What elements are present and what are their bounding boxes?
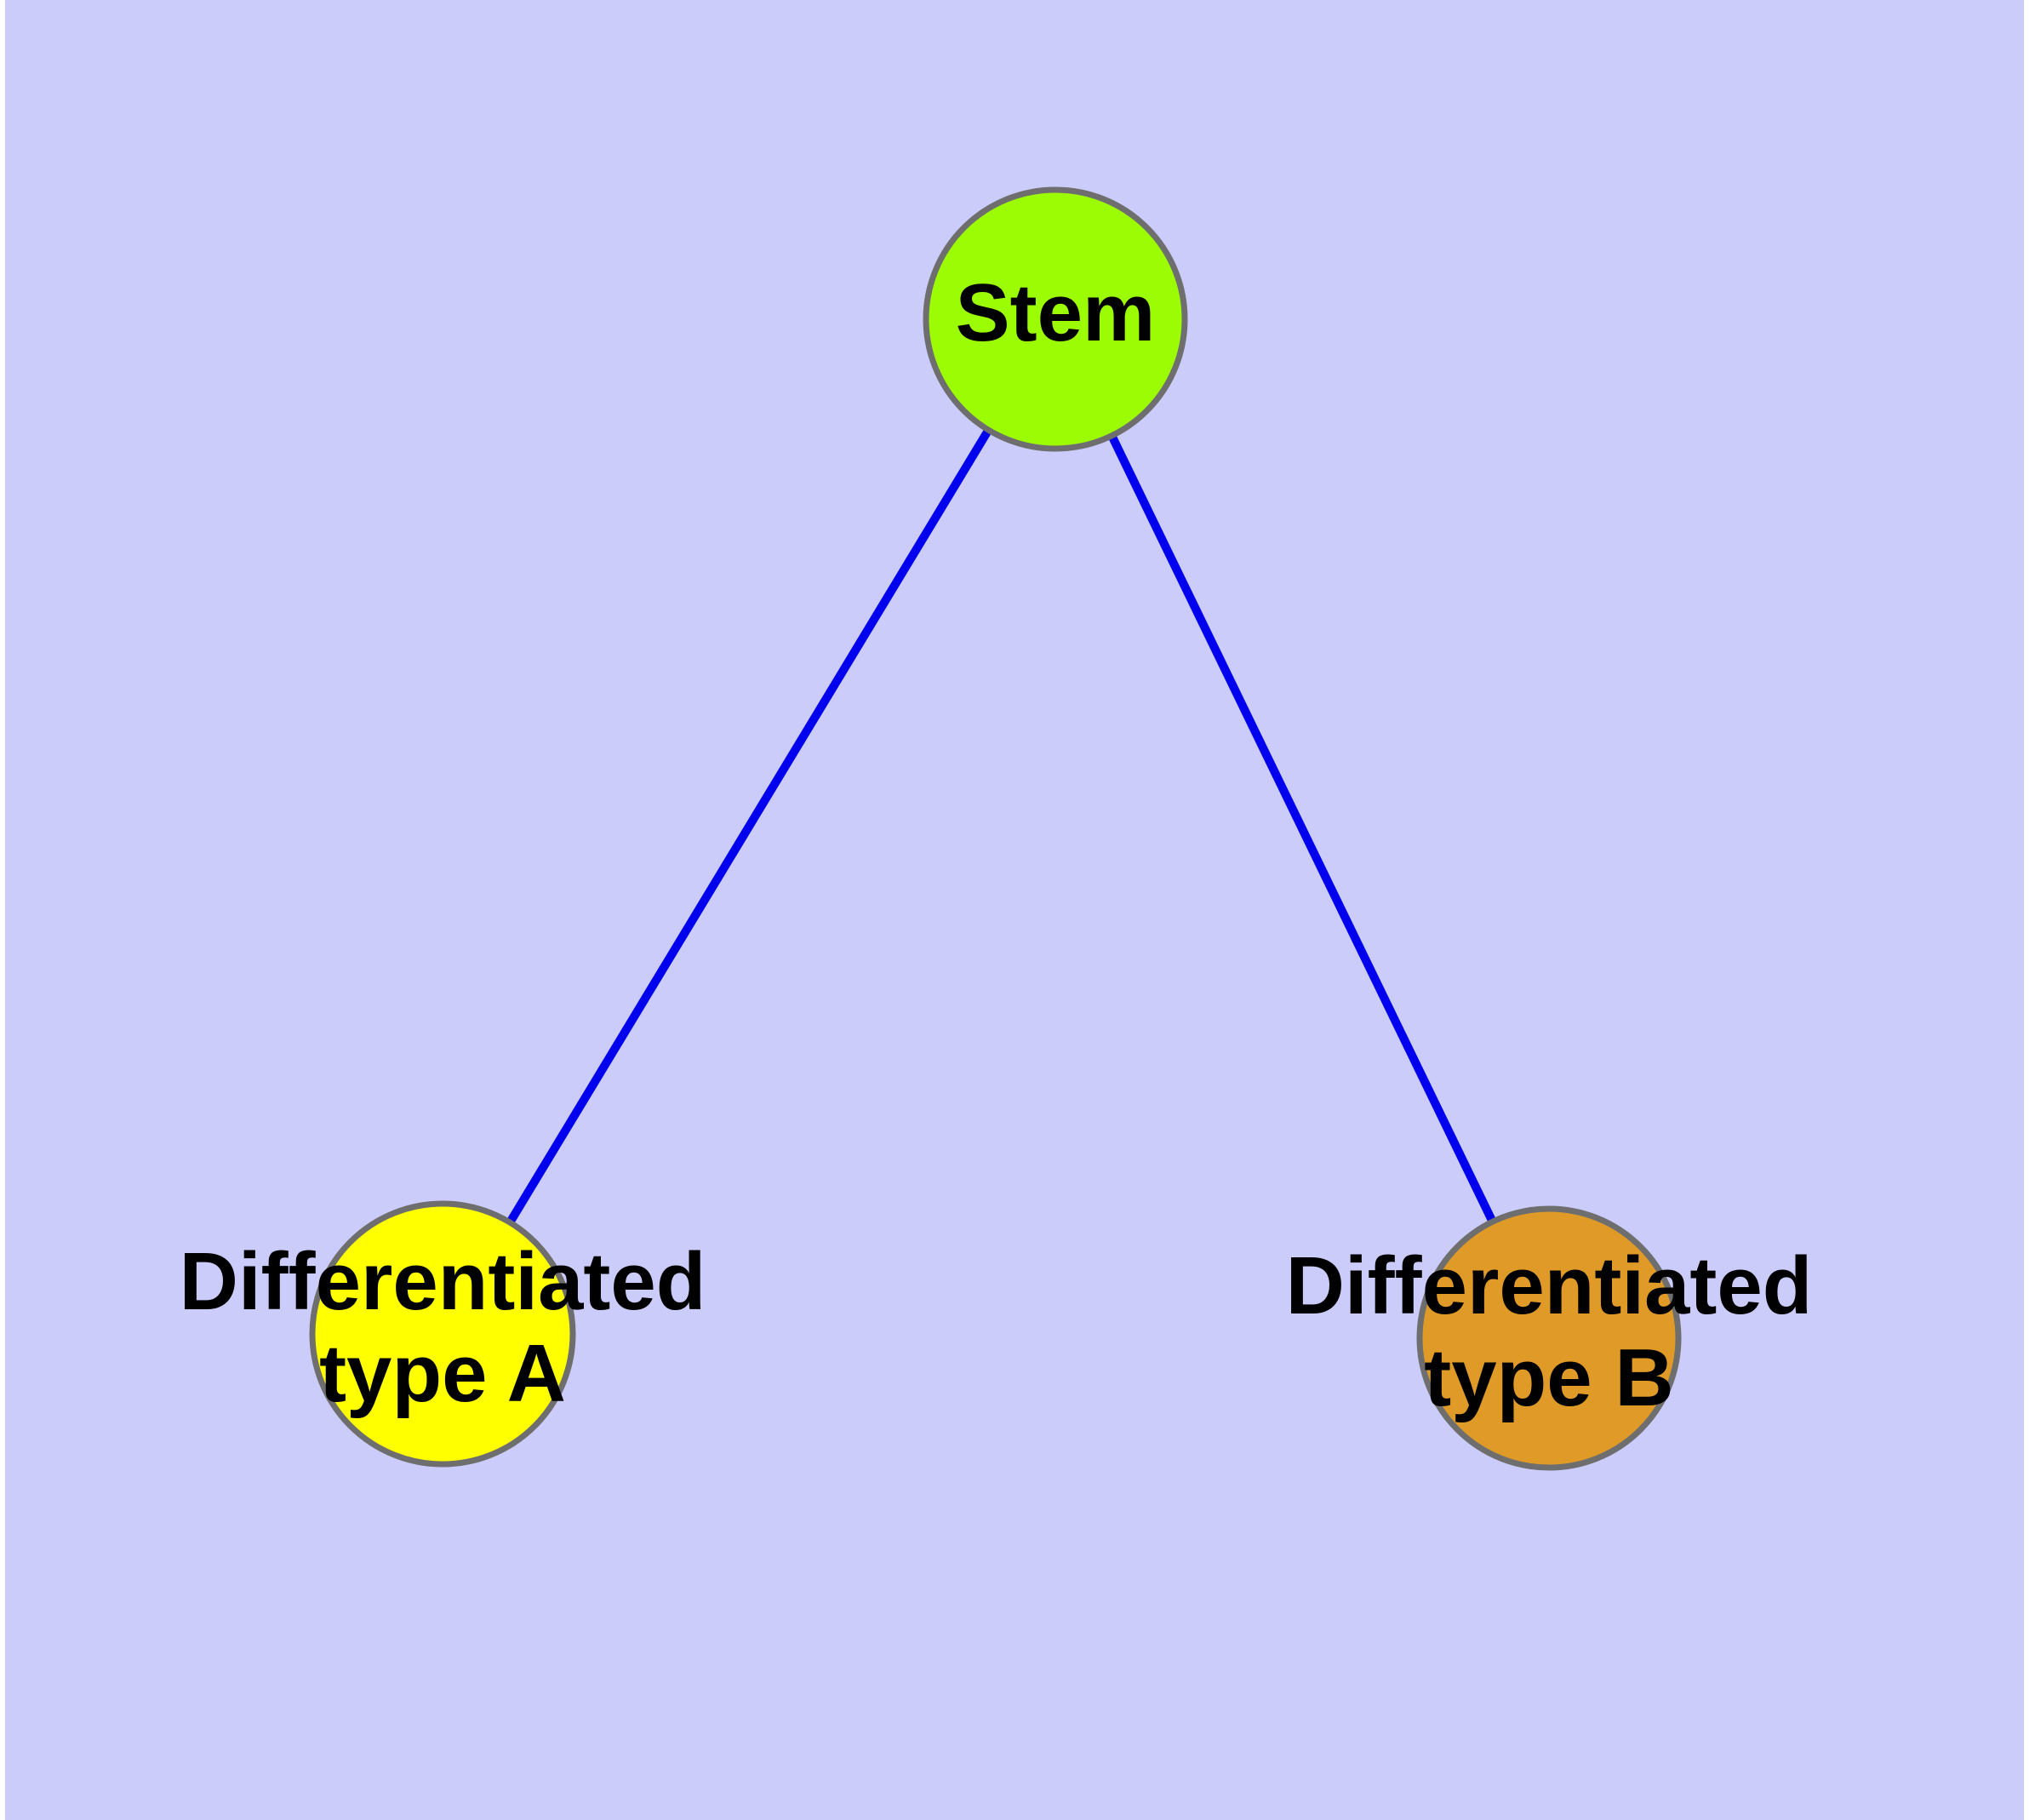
graph-node-diff_b[interactable] [1416,1205,1682,1471]
node-label-line: Differentiated [1286,1241,1813,1332]
node-label-line: type B [1424,1332,1673,1423]
graph-edge [506,428,992,1224]
nodes-layer [309,186,1682,1471]
node-label-line: type A [319,1328,566,1419]
graph-node-stem[interactable] [923,186,1188,452]
node-label-line: Stem [956,267,1156,358]
edges-layer [506,428,1496,1224]
node-label-line: Differentiated [180,1237,706,1328]
graph-node-diff_a[interactable] [309,1200,576,1468]
graph-edge [1108,434,1496,1223]
node-label-stem: Stem [956,267,1156,358]
